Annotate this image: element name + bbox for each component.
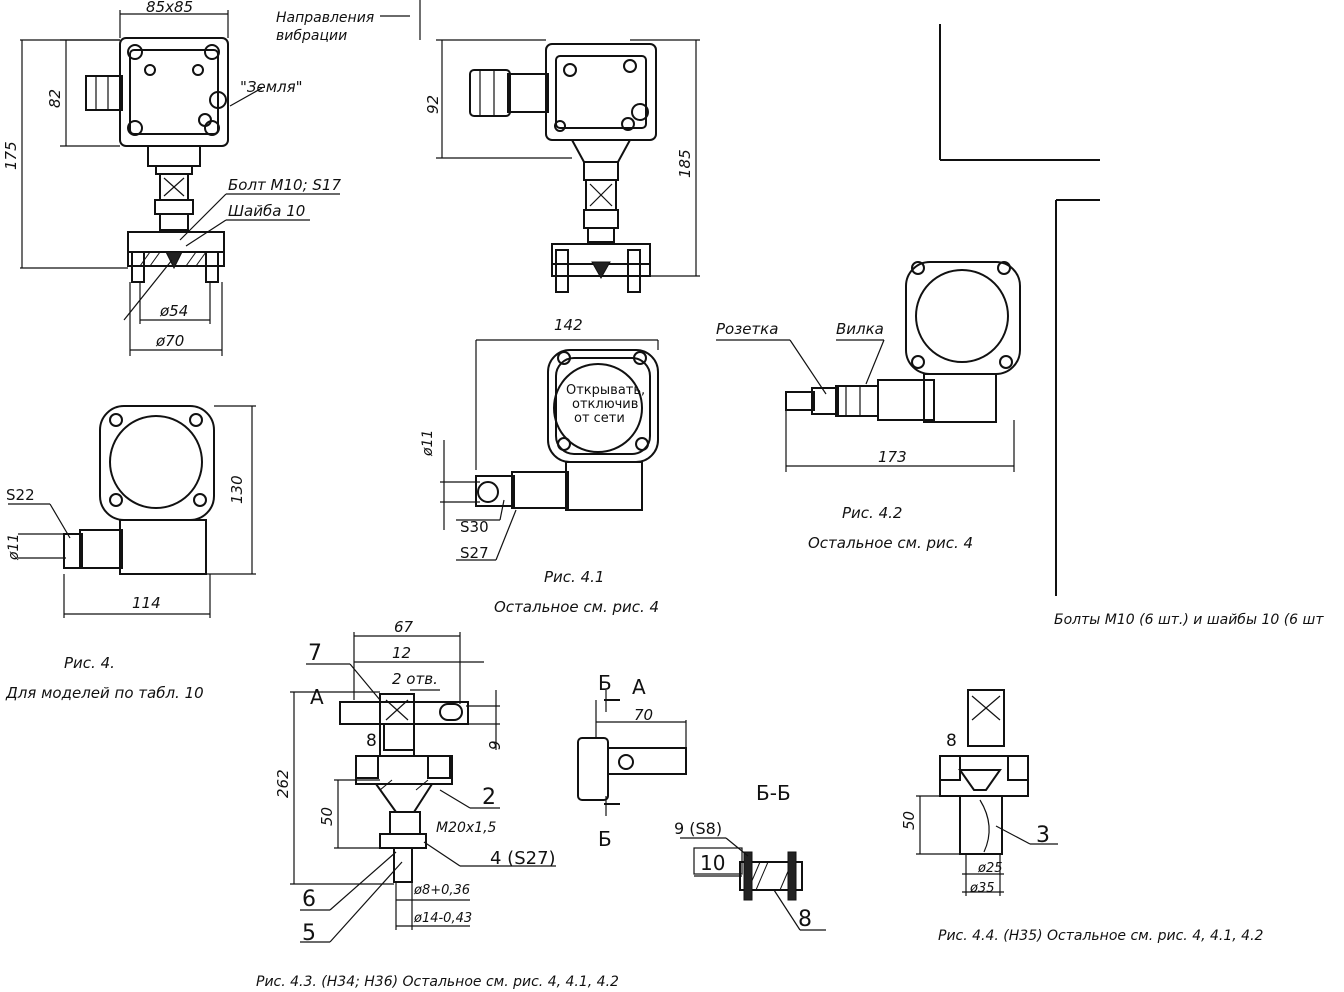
mark-9: 9 (S8) bbox=[674, 819, 722, 838]
dim-67: 67 bbox=[394, 618, 414, 636]
fig4-4-view bbox=[916, 689, 1058, 896]
mark-5: 5 bbox=[302, 921, 316, 946]
dim-12: 12 bbox=[392, 644, 411, 662]
fig4-1-note: Остальное см. рис. 4 bbox=[494, 598, 659, 616]
section-b-bottom: Б bbox=[598, 827, 612, 851]
dim-175: 175 bbox=[2, 141, 20, 170]
fig4-3-view bbox=[290, 632, 556, 943]
mark-8-fig44: 8 bbox=[946, 731, 957, 751]
dim-85x85: 85x85 bbox=[146, 0, 193, 16]
cover-text-line3: от сети bbox=[574, 411, 625, 426]
earth-label: "Земля" bbox=[240, 78, 303, 96]
dim-9: 9 bbox=[486, 740, 504, 750]
vilka-label: Вилка bbox=[836, 320, 884, 338]
bolts-note: Болты М10 (6 шт.) и шайбы 10 (6 шт bbox=[1054, 612, 1324, 628]
vibration-directions-line1: Направления bbox=[276, 10, 374, 26]
thread-label: М20х1,5 bbox=[436, 820, 497, 836]
s22-label: S22 bbox=[6, 486, 35, 504]
dim-262: 262 bbox=[274, 769, 292, 798]
holes-label: 2 отв. bbox=[392, 670, 438, 688]
mark-3: 3 bbox=[1036, 823, 1050, 848]
dim-50-fig44: 50 bbox=[900, 811, 918, 830]
dim-173: 173 bbox=[878, 448, 907, 466]
mark-6: 6 bbox=[302, 887, 316, 912]
washer-label: Шайба 10 bbox=[228, 202, 305, 220]
view-a-detail bbox=[577, 690, 687, 816]
view-a-title: А bbox=[632, 675, 646, 699]
dim-d14: ø14-0,43 bbox=[413, 911, 472, 926]
vibration-directions-line2: вибрации bbox=[276, 28, 347, 44]
dim-d11-fig4: ø11 bbox=[6, 534, 22, 561]
dim-d54: ø54 bbox=[159, 302, 188, 320]
bolt-label: Болт М10; S17 bbox=[228, 176, 341, 194]
fig4-4-caption: Рис. 4.4. (Н35) Остальное см. рис. 4, 4.… bbox=[938, 928, 1264, 944]
dim-70: 70 bbox=[634, 706, 653, 724]
fig4-2-view bbox=[716, 261, 1021, 472]
dim-d8: ø8+0,36 bbox=[413, 883, 470, 898]
dim-185: 185 bbox=[676, 149, 694, 178]
dim-d70: ø70 bbox=[155, 332, 184, 350]
fig4-top-view bbox=[8, 405, 256, 618]
fig4-3-caption: Рис. 4.3. (Н34; Н36) Остальное см. рис. … bbox=[256, 974, 619, 990]
dim-d25: ø25 bbox=[977, 861, 1003, 876]
dim-114: 114 bbox=[132, 594, 161, 612]
dim-d11-fig41: ø11 bbox=[420, 430, 436, 457]
fig4-2-note: Остальное см. рис. 4 bbox=[808, 534, 973, 552]
mark-8-section: 8 bbox=[798, 907, 812, 932]
dim-82: 82 bbox=[46, 89, 64, 108]
s30-label: S30 bbox=[460, 518, 489, 536]
dim-130: 130 bbox=[228, 475, 246, 504]
right-frame-lines bbox=[939, 24, 1100, 596]
dim-142: 142 bbox=[554, 316, 583, 334]
fig4-caption: Рис. 4. bbox=[64, 654, 115, 672]
mark-8-fig43: 8 bbox=[366, 731, 377, 751]
fig4-2-caption: Рис. 4.2 bbox=[842, 504, 902, 522]
fig4-1-front-view bbox=[440, 339, 659, 561]
dim-50-fig43: 50 bbox=[318, 807, 336, 826]
view-a-arrow: А bbox=[310, 685, 324, 709]
section-b-top: Б bbox=[598, 671, 612, 695]
cover-text-line2: отключив bbox=[572, 397, 638, 412]
fig4-1-side-view bbox=[436, 39, 700, 293]
mark-10: 10 bbox=[700, 851, 725, 875]
cover-text-line1: Открывать, bbox=[566, 383, 645, 398]
s27-label: S27 bbox=[460, 544, 489, 562]
mark-2: 2 bbox=[482, 785, 496, 810]
dim-d35: ø35 bbox=[969, 881, 995, 896]
section-bb-title: Б-Б bbox=[756, 781, 791, 805]
mark-4: 4 (S27) bbox=[490, 848, 556, 869]
section-bb-detail bbox=[680, 837, 826, 931]
fig4-note: Для моделей по табл. 10 bbox=[5, 684, 204, 702]
fig4-1-caption: Рис. 4.1 bbox=[544, 568, 604, 586]
rozetka-label: Розетка bbox=[716, 320, 778, 338]
fig4-front-view bbox=[20, 0, 421, 356]
mark-7: 7 bbox=[308, 641, 322, 666]
dim-92: 92 bbox=[424, 95, 442, 114]
